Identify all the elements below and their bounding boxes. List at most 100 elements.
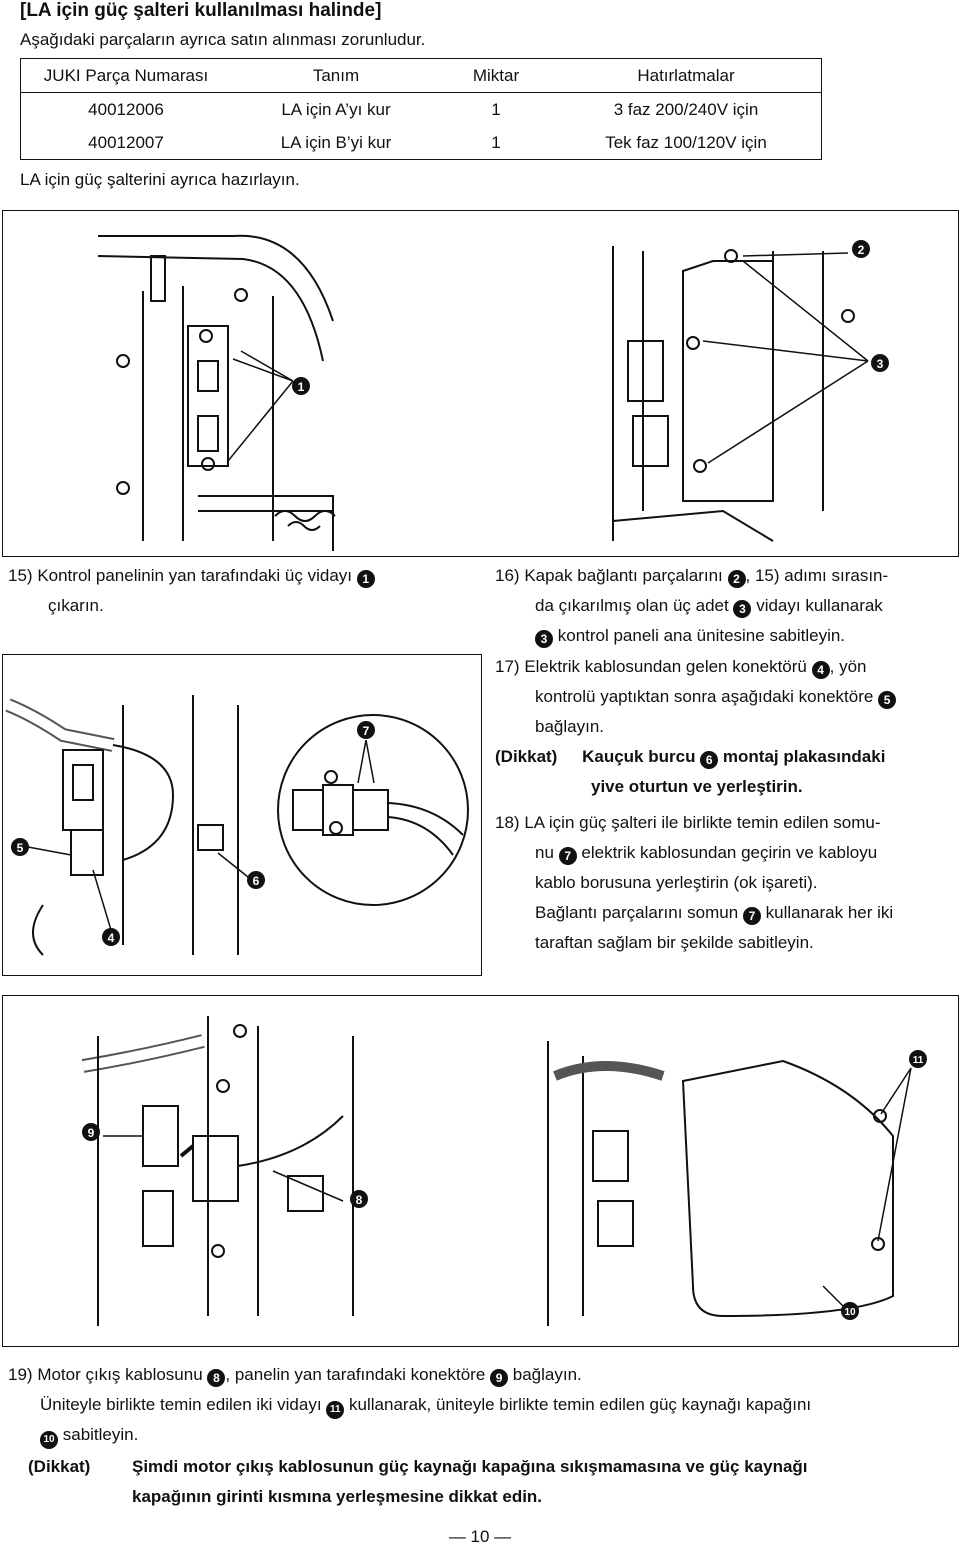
table-cell: 1 — [491, 132, 501, 152]
caution-text: kapağının girinti kısmına yerleşmesine d… — [132, 1487, 543, 1506]
marker-10: 10 — [841, 1302, 859, 1320]
column-header: Tanım — [231, 58, 441, 93]
marker-5-inline: 5 — [878, 691, 897, 709]
marker-7-inline: 7 — [558, 847, 577, 865]
table-cell: LA için B’yi kur — [280, 132, 392, 152]
step-text: kablo borusuna yerleştirin (ok işareti). — [535, 873, 818, 892]
step-text: elektrik kablosundan geçirin ve kabloyu — [581, 843, 878, 862]
step-text: , yön — [829, 657, 867, 676]
marker-8: 8 — [350, 1190, 368, 1208]
marker-10-inline: 10 — [40, 1431, 58, 1449]
table-cell: 3 faz 200/240V için — [613, 99, 759, 119]
caution-label: (Dikkat) — [495, 747, 558, 766]
step-15: 15) Kontrol panelinin yan tarafındaki üç… — [8, 561, 478, 621]
marker-8-inline: 8 — [207, 1369, 226, 1387]
marker-1-inline: 1 — [356, 570, 375, 588]
step-text: vidayı kullanarak — [756, 596, 883, 615]
step-text: , panelin yan tarafındaki konektöre — [225, 1365, 486, 1384]
marker-label: 9 — [88, 1126, 95, 1140]
marker-6-inline: 6 — [700, 751, 719, 769]
control-panel-illustration: 1 2 3 — [97, 234, 889, 551]
caution-label: (Dikkat) — [28, 1457, 91, 1476]
table-cell: 1 — [491, 99, 501, 119]
marker-3-inline: 3 — [733, 600, 752, 618]
caution-1: (Dikkat) Kauçuk burcu 6 montaj plakasınd… — [495, 742, 957, 802]
step-text: Elektrik kablosundan gelen konektörü — [524, 657, 807, 676]
step-text: Motor çıkış kablosunu — [37, 1365, 203, 1384]
step-number: 17) — [495, 657, 520, 676]
marker-11: 11 — [909, 1050, 927, 1068]
table-cell: 40012006 — [88, 99, 164, 119]
caution-2: (Dikkat) Şimdi motor çıkış kablosunun güç… — [28, 1452, 958, 1512]
step-text: kontrolü yaptıktan sonra aşağıdaki konek… — [535, 687, 874, 706]
motor-cover-illustration: 9 8 11 10 — [81, 1016, 927, 1326]
marker-label: 4 — [108, 931, 115, 945]
marker-label: 6 — [253, 874, 260, 888]
marker-9-inline: 9 — [490, 1369, 509, 1387]
table-cell: LA için A’yı kur — [281, 99, 391, 119]
step-text: Kontrol panelinin yan tarafındaki üç vid… — [37, 566, 353, 585]
step-text: taraftan sağlam bir şekilde sabitleyin. — [535, 933, 814, 952]
step-text: bağlayın. — [535, 717, 604, 736]
table-header-row: JUKI Parça Numarası Tanım Miktar Hatırla… — [20, 58, 822, 93]
marker-7: 7 — [357, 721, 375, 739]
column-header: Miktar — [441, 58, 551, 93]
caution-text: montaj plakasındaki — [722, 747, 886, 766]
marker-11-inline: 11 — [326, 1401, 345, 1419]
step-text: kontrol paneli ana ünitesine sabitleyin. — [557, 626, 846, 645]
marker-label: 11 — [913, 1055, 924, 1066]
step-number: 15) — [8, 566, 33, 585]
marker-2-inline: 2 — [727, 570, 746, 588]
step-text: Üniteyle birlikte temin edilen iki viday… — [40, 1395, 322, 1414]
step-19: 19) Motor çıkış kablosunu 8, panelin yan… — [8, 1360, 958, 1450]
marker-label: 8 — [356, 1193, 363, 1207]
step-number: 16) — [495, 566, 520, 585]
section-subtitle: Aşağıdaki parçaların ayrıca satın alınma… — [20, 30, 426, 49]
marker-9: 9 — [82, 1123, 100, 1141]
step-text: kullanarak her iki — [765, 903, 894, 922]
marker-label: 2 — [858, 243, 865, 257]
marker-6: 6 — [247, 871, 265, 889]
marker-label: 3 — [877, 357, 884, 371]
marker-3-inline: 3 — [535, 630, 553, 648]
step-text: çıkarın. — [48, 596, 104, 615]
table-cell: 40012007 — [88, 132, 164, 152]
step-text: Kapak bağlantı parçalarını — [524, 566, 723, 585]
marker-4-inline: 4 — [811, 661, 830, 679]
table-cell: Tek faz 100/120V için — [605, 132, 767, 152]
column-header: JUKI Parça Numarası — [20, 58, 231, 93]
caution-text: Şimdi motor çıkış kablosunun güç kaynağı… — [132, 1457, 808, 1476]
page-number: — 10 — — [448, 1527, 512, 1546]
figure-control-panel: 1 2 3 — [2, 210, 959, 557]
table-row: 40012007 LA için B’yi kur 1 Tek faz 100/… — [21, 126, 822, 160]
step-number: 19) — [8, 1365, 33, 1384]
cable-connection-illustration: 5 4 6 7 — [5, 695, 469, 956]
marker-label: 1 — [298, 380, 305, 394]
step-text: Bağlantı parçalarını somun — [535, 903, 739, 922]
step-text: kullanarak, üniteyle birlikte temin edil… — [349, 1395, 812, 1414]
marker-5: 5 — [11, 838, 29, 856]
marker-label: 5 — [17, 841, 24, 855]
marker-7-inline: 7 — [742, 907, 761, 925]
marker-1: 1 — [292, 377, 310, 395]
caution-text: yive oturtun ve yerleştirin. — [591, 777, 803, 796]
step-number: 18) — [495, 813, 520, 832]
step-text: sabitleyin. — [62, 1425, 139, 1444]
step-text: , 15) adımı sırasın- — [745, 566, 889, 585]
table-row: 40012006 LA için A’yı kur 1 3 faz 200/24… — [21, 93, 822, 127]
column-header: Hatırlatmalar — [551, 58, 822, 93]
step-text: LA için güç şalteri ile birlikte temin e… — [524, 813, 881, 832]
marker-label: 10 — [844, 1307, 856, 1318]
parts-table: JUKI Parça Numarası Tanım Miktar Hatırla… — [20, 58, 822, 160]
step-text: bağlayın. — [512, 1365, 582, 1384]
marker-2: 2 — [852, 240, 870, 258]
step-17: 17) Elektrik kablosundan gelen konektörü… — [495, 652, 957, 742]
caution-text: Kauçuk burcu — [582, 747, 696, 766]
marker-3: 3 — [871, 354, 889, 372]
step-18: 18) LA için güç şalteri ile birlikte tem… — [495, 808, 957, 958]
figure-motor-cover: 9 8 11 10 — [2, 995, 959, 1347]
marker-4: 4 — [102, 928, 120, 946]
section-title: [LA için güç şalteri kullanılması halind… — [20, 0, 382, 21]
prepare-note: LA için güç şalterini ayrıca hazırlayın. — [20, 170, 300, 189]
figure-cable-connection: 5 4 6 7 — [2, 654, 482, 976]
